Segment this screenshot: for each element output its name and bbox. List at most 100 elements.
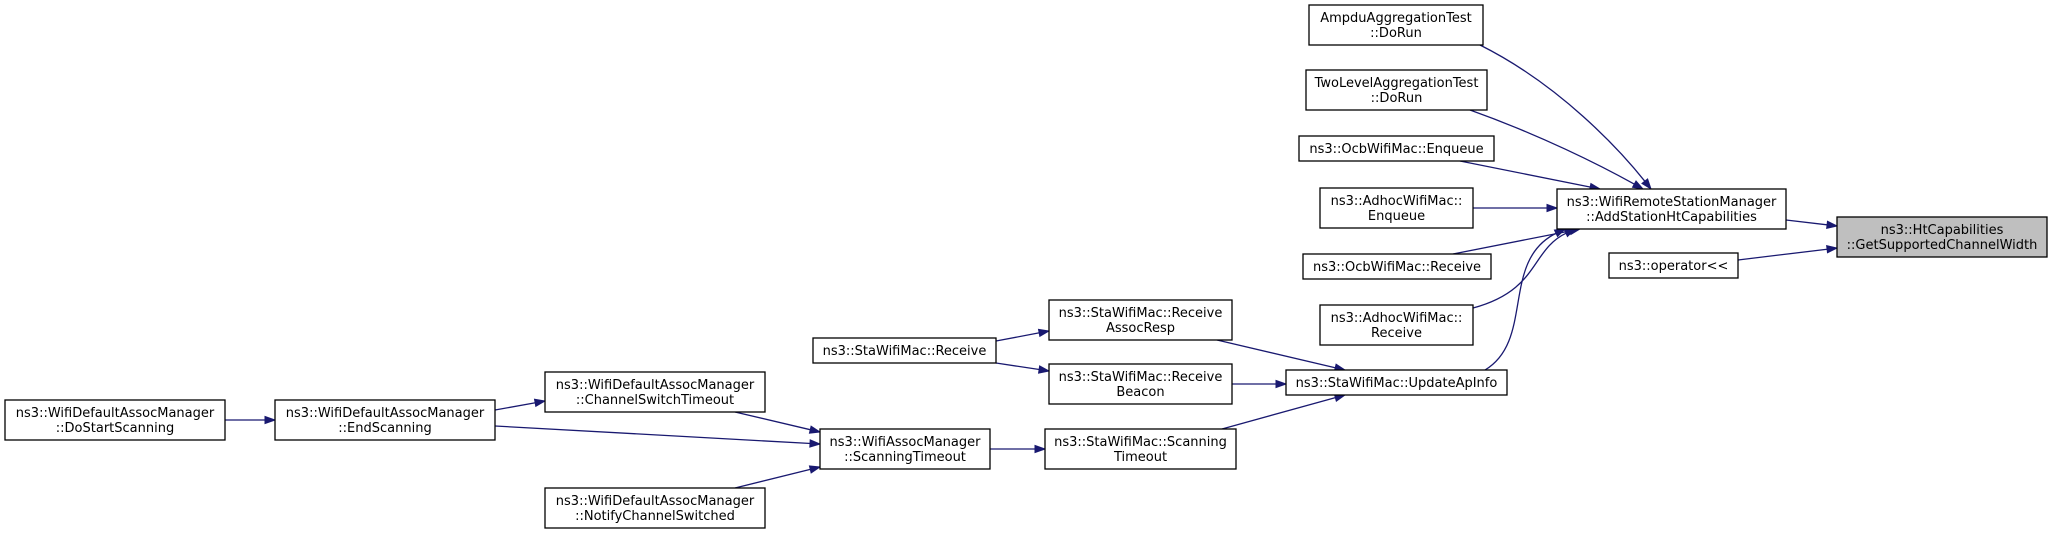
node-label-line: ns3::StaWifiMac::Scanning: [1054, 435, 1227, 450]
node-label-line: ::DoStartScanning: [56, 421, 174, 436]
edge-twolevel-to-addsta: [1469, 109, 1645, 190]
edge-adhocenq-to-addsta: [1473, 203, 1559, 213]
node-stascan[interactable]: ns3::StaWifiMac::ScanningTimeout: [1044, 428, 1237, 470]
node-adhocrecv[interactable]: ns3::AdhocWifiMac::Receive: [1319, 304, 1474, 346]
edge-line: [494, 425, 812, 445]
edge-line: [734, 411, 812, 431]
edge-ocbenq-to-addsta: [1459, 160, 1602, 192]
node-label-line: ns3::operator<<: [1619, 259, 1729, 274]
node-box: [1048, 299, 1233, 341]
node-chswitch[interactable]: ns3::WifiDefaultAssocManager::ChannelSwi…: [544, 371, 766, 413]
node-label-line: ::DoRun: [1370, 26, 1422, 41]
edge-line: [734, 468, 812, 489]
node-label-line: ns3::StaWifiMac::Receive: [1059, 306, 1223, 321]
node-addsta[interactable]: ns3::WifiRemoteStationManager::AddStatio…: [1556, 188, 1787, 230]
node-box: [1302, 253, 1492, 280]
edge-starecv-to-recvbeacon: [995, 362, 1051, 374]
node-label-line: ::ChannelSwitchTimeout: [576, 393, 734, 408]
node-notifych[interactable]: ns3::WifiDefaultAssocManager::NotifyChan…: [544, 487, 766, 529]
node-label-line: ns3::WifiAssocManager: [830, 435, 982, 450]
node-label-line: ::DoRun: [1371, 91, 1423, 106]
node-box: [1308, 4, 1484, 46]
node-box: [819, 428, 991, 470]
node-box: [812, 337, 997, 364]
edge-arrowhead: [1546, 203, 1559, 213]
node-label-line: Enqueue: [1368, 209, 1425, 224]
node-label-line: ns3::StaWifiMac::Receive: [1059, 370, 1223, 385]
edge-line: [494, 401, 537, 411]
node-twolevel[interactable]: TwoLevelAggregationTest::DoRun: [1305, 69, 1488, 111]
node-oplt[interactable]: ns3::operator<<: [1608, 252, 1739, 279]
node-label-line: ns3::WifiDefaultAssocManager: [286, 406, 485, 421]
node-adhocenq[interactable]: ns3::AdhocWifiMac::Enqueue: [1319, 187, 1474, 229]
edge-arrowhead: [1826, 244, 1839, 254]
edge-oplt-to-root: [1737, 244, 1839, 261]
node-updateap[interactable]: ns3::StaWifiMac::UpdateApInfo: [1285, 369, 1508, 396]
node-label-line: ns3::StaWifiMac::UpdateApInfo: [1296, 376, 1498, 391]
edge-chswitch-to-scantimeout: [734, 411, 822, 434]
node-label-line: ::ScanningTimeout: [844, 450, 966, 465]
node-label-line: ns3::OcbWifiMac::Receive: [1313, 260, 1481, 275]
edge-arrowhead: [1631, 180, 1645, 190]
node-box: [1305, 69, 1488, 111]
edge-arrowhead: [1275, 379, 1288, 389]
node-box: [1285, 369, 1508, 396]
node-box: [544, 487, 766, 529]
node-starecv[interactable]: ns3::StaWifiMac::Receive: [812, 337, 997, 364]
edge-arrowhead: [264, 415, 277, 425]
edge-line: [1452, 230, 1572, 255]
edge-adhocrecv-to-addsta: [1472, 228, 1577, 309]
node-ocbrecv[interactable]: ns3::OcbWifiMac::Receive: [1302, 253, 1492, 280]
edge-recvbeacon-to-updateap: [1232, 379, 1288, 389]
edge-endscan-to-scantimeout: [494, 425, 822, 448]
node-ampdu[interactable]: AmpduAggregationTest::DoRun: [1308, 4, 1484, 46]
node-box: [1836, 216, 2048, 258]
node-label-line: ns3::WifiDefaultAssocManager: [16, 406, 215, 421]
edge-scantimeout-to-stascan: [990, 444, 1047, 454]
edge-line: [995, 332, 1041, 342]
node-label-line: ns3::WifiRemoteStationManager: [1567, 195, 1777, 210]
node-dostart[interactable]: ns3::WifiDefaultAssocManager::DoStartSca…: [4, 399, 226, 441]
edge-arrowhead: [809, 439, 822, 448]
edge-endscan-to-chswitch: [494, 398, 547, 411]
node-label-line: ns3::HtCapabilities: [1881, 223, 2004, 238]
node-label-line: ns3::AdhocWifiMac::: [1331, 194, 1463, 209]
node-box: [544, 371, 766, 413]
edge-arrowhead: [1037, 365, 1051, 374]
edge-line: [1472, 232, 1568, 309]
node-label-line: ns3::WifiDefaultAssocManager: [556, 378, 755, 393]
edge-line: [1479, 44, 1646, 183]
node-scantimeout[interactable]: ns3::WifiAssocManager::ScanningTimeout: [819, 428, 991, 470]
node-box: [1319, 187, 1474, 229]
node-box: [1044, 428, 1237, 470]
edge-dostart-to-endscan: [225, 415, 277, 425]
edge-arrowhead: [1641, 178, 1652, 191]
node-label-line: AmpduAggregationTest: [1320, 11, 1471, 26]
node-box: [1048, 363, 1233, 405]
node-box: [274, 399, 496, 441]
node-label-line: ns3::StaWifiMac::Receive: [823, 344, 987, 359]
node-label-line: Timeout: [1113, 450, 1167, 465]
node-box: [1298, 135, 1495, 162]
node-label-line: AssocResp: [1106, 321, 1175, 336]
node-endscan[interactable]: ns3::WifiDefaultAssocManager::EndScannin…: [274, 399, 496, 441]
edge-arrowhead: [1034, 444, 1047, 454]
edge-line: [1469, 109, 1636, 186]
edge-arrowhead: [1037, 328, 1051, 338]
node-label-line: ::NotifyChannelSwitched: [575, 509, 735, 524]
call-graph-edges: [225, 44, 1839, 489]
edge-stascan-to-updateap: [1221, 393, 1347, 430]
node-label-line: ::AddStationHtCapabilities: [1586, 210, 1757, 225]
node-label-line: ::GetSupportedChannelWidth: [1847, 238, 2038, 253]
node-ocbenq[interactable]: ns3::OcbWifiMac::Enqueue: [1298, 135, 1495, 162]
edge-line: [1216, 339, 1337, 369]
node-label-line: Beacon: [1116, 385, 1164, 400]
node-label-line: Receive: [1371, 326, 1422, 341]
edge-line: [1221, 396, 1337, 430]
call-graph-nodes: ns3::HtCapabilities::GetSupportedChannel…: [4, 4, 2048, 529]
node-label-line: ::EndScanning: [338, 421, 431, 436]
edge-arrowhead: [808, 425, 822, 434]
node-box: [1319, 304, 1474, 346]
